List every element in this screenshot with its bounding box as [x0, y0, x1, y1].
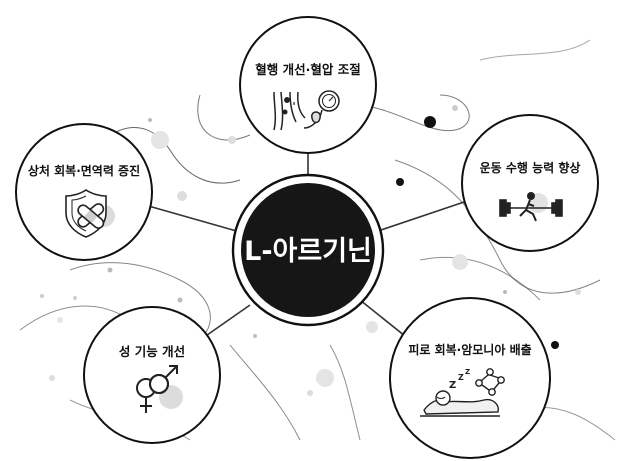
node-label-fatigue-recovery: 피로 회복·암모니아 배출 [408, 342, 531, 357]
node-label-sexual-function: 성 기능 개선 [119, 344, 185, 359]
center-node: L-아르기닌 [231, 173, 385, 327]
node-sexual-function: 성 기능 개선 [83, 306, 221, 444]
node-blood-circulation: 혈행 개선·혈압 조절 [239, 16, 377, 154]
node-label-wound-immunity: 상처 회복·면역력 증진 [28, 163, 140, 178]
shield-bandage-icon [65, 189, 115, 238]
blood-vessel-and-blood-pressure-gauge-icon [273, 90, 340, 131]
node-label-exercise-performance: 운동 수행 능력 향상 [480, 160, 581, 175]
connector-right-upper [374, 199, 471, 233]
node-wound-immunity: 상처 회복·면역력 증진 [15, 123, 153, 261]
center-title: L-아르기닌 [244, 236, 372, 267]
node-exercise-performance: 운동 수행 능력 향상 [461, 114, 599, 252]
node-label-blood-circulation: 혈행 개선·혈압 조절 [255, 62, 360, 77]
svg-text:Z: Z [449, 380, 456, 391]
svg-text:Z: Z [458, 373, 464, 382]
node-fatigue-recovery: 피로 회복·암모니아 배출 Z Z Z [389, 297, 551, 459]
connector-right-lower [359, 299, 411, 341]
connector-left-upper [144, 204, 241, 233]
connector-left-lower [199, 304, 251, 341]
barbell-runner-icon [499, 192, 563, 222]
svg-text:Z: Z [465, 368, 470, 376]
sleeping-person-icon: Z Z Z [420, 368, 505, 417]
gender-symbols-icon [136, 365, 183, 413]
